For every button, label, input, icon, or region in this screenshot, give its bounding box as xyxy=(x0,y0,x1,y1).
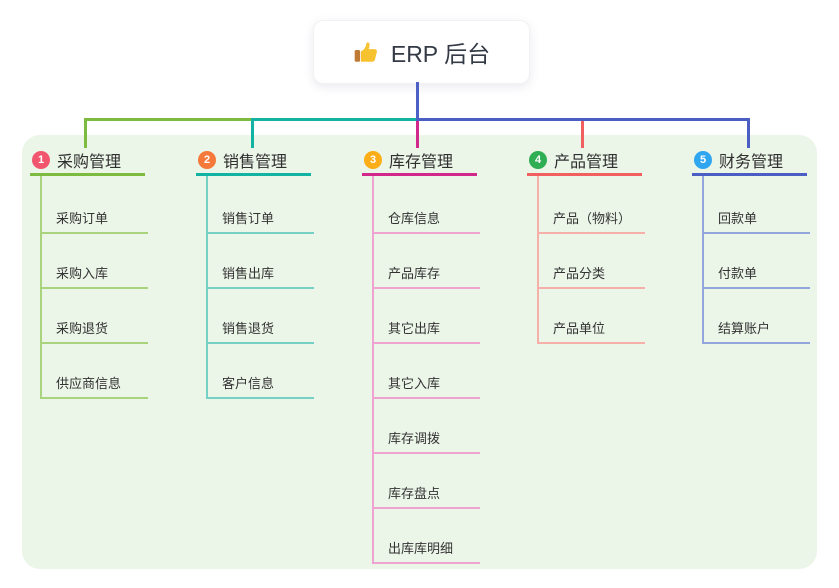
branch-3-child-7[interactable]: 出库库明细 xyxy=(372,533,480,564)
branch-5-child-2[interactable]: 付款单 xyxy=(702,258,810,289)
branch-2-label: 销售管理 xyxy=(223,154,288,171)
connector-stub-3 xyxy=(416,118,419,148)
branch-3-child-2[interactable]: 产品库存 xyxy=(372,258,480,289)
branch-1-badge: 1 xyxy=(32,151,50,169)
branch-2-child-3[interactable]: 销售退货 xyxy=(206,313,314,344)
branch-3-badge: 3 xyxy=(364,151,382,169)
branch-3-child-4[interactable]: 其它入库 xyxy=(372,368,480,399)
branch-2-child-4[interactable]: 客户信息 xyxy=(206,368,314,399)
branch-3-child-6[interactable]: 库存盘点 xyxy=(372,478,480,509)
branch-4-child-2[interactable]: 产品分类 xyxy=(537,258,645,289)
branch-3-child-5[interactable]: 库存调拨 xyxy=(372,423,480,454)
branch-2-child-2[interactable]: 销售出库 xyxy=(206,258,314,289)
branch-4-title[interactable]: 4 产品管理 xyxy=(527,148,642,176)
branch-3-child-3[interactable]: 其它出库 xyxy=(372,313,480,344)
branch-4-child-3[interactable]: 产品单位 xyxy=(537,313,645,344)
branch-4-badge: 4 xyxy=(529,151,547,169)
branch-2-spine xyxy=(206,176,208,397)
branch-3-label: 库存管理 xyxy=(389,154,454,171)
branch-5-label: 财务管理 xyxy=(719,154,784,171)
branch-3-child-1[interactable]: 仓库信息 xyxy=(372,203,480,234)
connector-horizontal-1 xyxy=(84,118,253,121)
branch-1-label: 采购管理 xyxy=(57,154,122,171)
branch-4-spine xyxy=(537,176,539,342)
branch-5-badge: 5 xyxy=(694,151,712,169)
branch-1-child-2[interactable]: 采购入库 xyxy=(40,258,148,289)
branch-3-title[interactable]: 3 库存管理 xyxy=(362,148,477,176)
connector-stub-5 xyxy=(747,118,750,148)
branch-1-child-3[interactable]: 采购退货 xyxy=(40,313,148,344)
branch-5-title[interactable]: 5 财务管理 xyxy=(692,148,807,176)
branch-5-spine xyxy=(702,176,704,342)
branch-2-child-1[interactable]: 销售订单 xyxy=(206,203,314,234)
root-title: ERP 后台 xyxy=(390,41,491,67)
branch-2-badge: 2 xyxy=(198,151,216,169)
connector-stub-4 xyxy=(581,118,584,148)
branch-2-title[interactable]: 2 销售管理 xyxy=(196,148,311,176)
branches-panel xyxy=(22,135,817,569)
branch-5-child-1[interactable]: 回款单 xyxy=(702,203,810,234)
branch-5-child-3[interactable]: 结算账户 xyxy=(702,313,810,344)
root-node[interactable]: ERP 后台 xyxy=(313,20,530,84)
connector-stub-1 xyxy=(84,118,87,148)
branch-3-spine xyxy=(372,176,374,562)
connector-horizontal-5 xyxy=(416,118,750,121)
connector-stub-2 xyxy=(251,118,254,148)
thumbs-up-icon xyxy=(354,41,377,62)
connector-horizontal-2 xyxy=(251,118,419,121)
branch-1-child-4[interactable]: 供应商信息 xyxy=(40,368,148,399)
branch-4-label: 产品管理 xyxy=(554,154,619,171)
branch-1-spine xyxy=(40,176,42,397)
root-connector-line xyxy=(416,82,419,119)
branch-1-child-1[interactable]: 采购订单 xyxy=(40,203,148,234)
branch-1-title[interactable]: 1 采购管理 xyxy=(30,148,145,176)
branch-4-child-1[interactable]: 产品（物料） xyxy=(537,203,646,234)
